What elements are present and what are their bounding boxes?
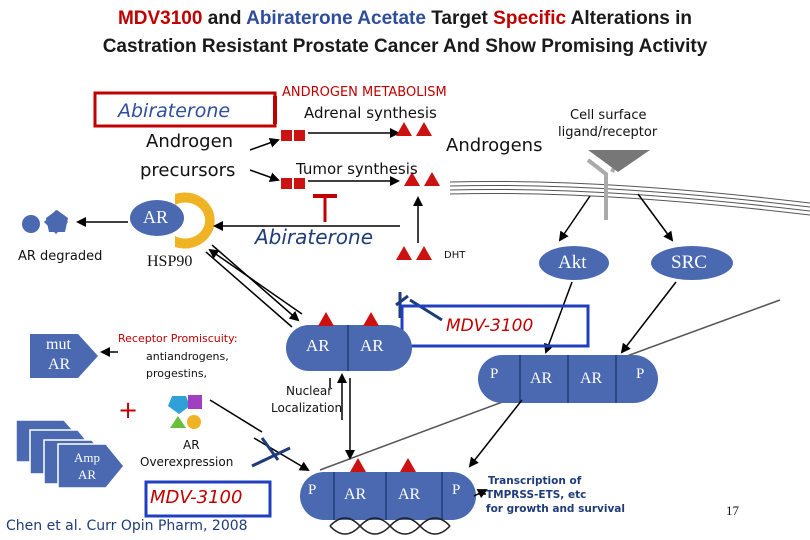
- dimer-ar-left-label: AR: [306, 336, 330, 355]
- amp-ar-label-1: Amp: [74, 450, 100, 465]
- receptor-promiscuity-sub-1: antiandrogens,: [146, 350, 229, 363]
- title-segment: MDV3100: [117, 8, 203, 29]
- dna-triangle: [400, 458, 416, 472]
- ar-hsp-label: AR: [143, 207, 169, 227]
- ligand-pentagon-blue: [168, 396, 190, 414]
- androgen-metabolism-label: ANDROGEN METABOLISM: [282, 85, 447, 100]
- mut-ar-label-1: mut: [46, 336, 71, 353]
- src-label: SRC: [671, 252, 707, 273]
- dimer-triangle: [318, 312, 334, 326]
- abiraterone-center-label: Abiraterone: [255, 225, 373, 249]
- page-number: 17: [726, 503, 739, 518]
- title-segment: Alterations in: [566, 8, 693, 29]
- precursor-square: [294, 178, 305, 189]
- akt-oval: [539, 246, 609, 280]
- phospho-p-right-label: P: [636, 366, 645, 382]
- transcription-label-3: for growth and survival: [486, 503, 625, 515]
- dna-p-left-label: P: [308, 482, 317, 498]
- androgen-triangle: [416, 122, 432, 136]
- slide-title-line1: MDV3100 and Abiraterone Acetate Target S…: [0, 7, 810, 31]
- cell-surface-receptor: [586, 158, 620, 220]
- dht-triangle: [396, 246, 412, 260]
- title-segment: Abiraterone Acetate: [246, 8, 426, 29]
- dimer-triangle: [363, 312, 379, 326]
- amp-ar-label-2: AR: [78, 467, 97, 482]
- phospho-ar-right-label: AR: [580, 370, 603, 387]
- mdv3100-bottom-label: MDV-3100: [150, 487, 243, 508]
- androgen-triangle: [424, 172, 440, 186]
- transcription-label-1: Transcription of: [488, 475, 582, 487]
- amp-ar-shape: [57, 443, 125, 489]
- hsp90-chaperone: [175, 192, 215, 249]
- ligand-triangle-green: [170, 416, 186, 428]
- tumor-synthesis-label: Tumor synthesis: [296, 160, 418, 178]
- ar-overexpression-label-1: AR: [183, 438, 200, 452]
- ar-overexpression-label-2: Overexpression: [140, 455, 234, 469]
- dna-ar-left-label: AR: [344, 486, 367, 503]
- phospho-p-left-label: P: [490, 366, 499, 382]
- src-oval: [651, 246, 733, 280]
- nuclear-localization-label-1: Nuclear: [286, 384, 333, 398]
- dna-triangle: [350, 458, 366, 472]
- dna-ar-right-label: AR: [398, 486, 421, 503]
- mdv3100-box-bottom: [144, 480, 272, 518]
- mdv3100-top-label: MDV-3100: [446, 316, 534, 336]
- citation: Chen et al. Curr Opin Pharm, 2008: [6, 518, 248, 534]
- cell-surface-label-1: Cell surface: [570, 108, 647, 123]
- mut-ar-shape: [30, 334, 98, 378]
- ar-degraded-circle: [22, 215, 40, 233]
- title-segment: Target: [425, 8, 494, 29]
- receptor-promiscuity-label: Receptor Promiscuity:: [118, 332, 238, 345]
- androgen-triangle: [396, 122, 412, 136]
- ligand-circle-yellow: [187, 415, 201, 429]
- title-segment: Specific: [493, 8, 567, 29]
- receptor-promiscuity-sub-2: progestins,: [146, 367, 208, 380]
- dimer-ar-right-label: AR: [360, 336, 384, 355]
- ar-dimer: [286, 325, 412, 371]
- dht-label: DHT: [444, 250, 466, 261]
- dna-p-right-label: P: [452, 482, 461, 498]
- precursor-square: [294, 130, 305, 141]
- ar-oval-hsp: [130, 200, 184, 236]
- transcription-label-2: TMPRSS-ETS, etc: [486, 489, 587, 501]
- hsp90-label: HSP90: [147, 253, 193, 270]
- phospho-ar-left-label: AR: [530, 370, 553, 387]
- ligand-square-purple: [188, 395, 202, 409]
- androgen-precursors-label-1: Androgen: [146, 131, 234, 152]
- mdv3100-box-top: [400, 304, 590, 348]
- plus-sign: +: [118, 396, 139, 424]
- receptor-ligand: [588, 150, 650, 172]
- slide-title-line2: Castration Resistant Prostate Cancer And…: [102, 36, 708, 57]
- dna-bound-ar-dimer: [300, 472, 476, 520]
- androgens-label: Androgens: [446, 135, 543, 156]
- androgen-triangle: [404, 172, 420, 186]
- akt-label: Akt: [558, 252, 587, 273]
- nuclear-localization-label-2: Localization: [271, 401, 343, 415]
- dht-triangle: [416, 246, 432, 260]
- title-segment: and: [202, 8, 247, 29]
- precursor-square: [281, 130, 292, 141]
- cell-membrane: [449, 180, 810, 216]
- adrenal-synthesis-label: Adrenal synthesis: [304, 104, 437, 122]
- ar-degraded-label: AR degraded: [18, 249, 103, 264]
- androgen-precursors-label-2: precursors: [140, 160, 236, 181]
- precursor-square: [281, 178, 292, 189]
- abiraterone-box-label: Abiraterone: [118, 100, 231, 122]
- mut-ar-label-2: AR: [48, 356, 71, 373]
- ar-degraded-pentagon: [46, 210, 68, 232]
- cell-surface-label-2: ligand/receptor: [558, 125, 658, 140]
